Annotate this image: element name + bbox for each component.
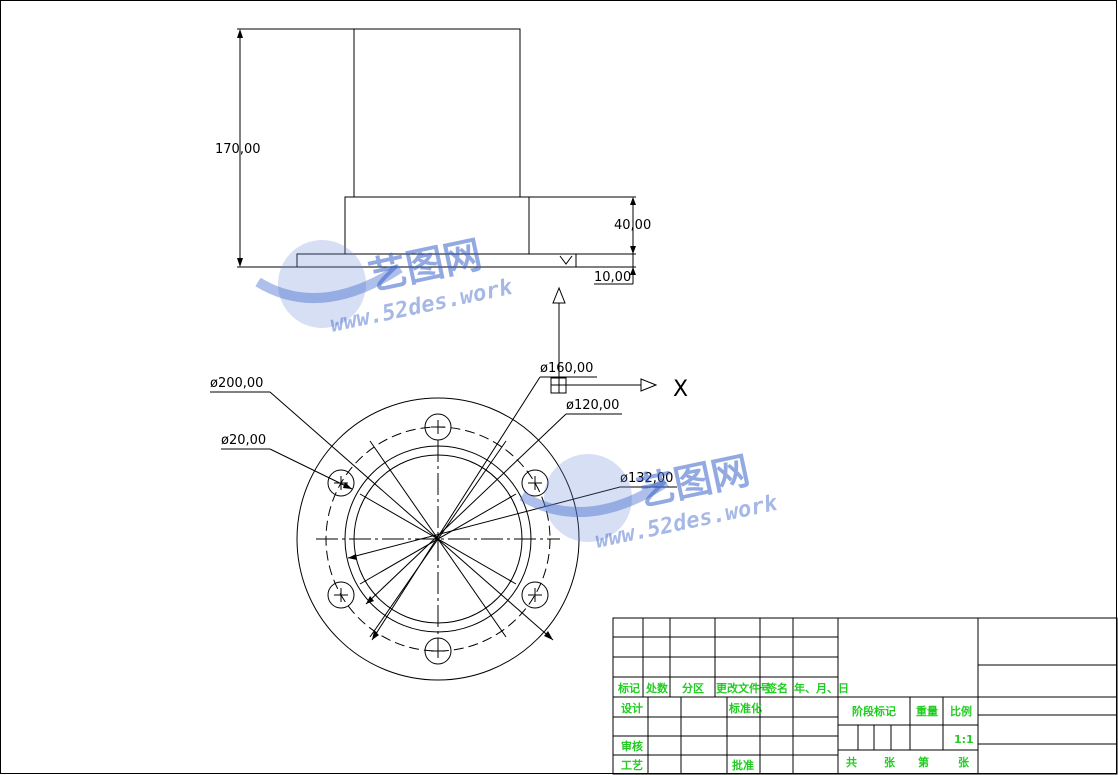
bolt-hole <box>424 637 452 665</box>
dim-inner-diameter: ø120,00 <box>566 398 619 413</box>
watermark-2: 艺图网 www.52des.work <box>519 448 780 554</box>
cylinder-body <box>353 28 521 198</box>
outer-circle <box>296 397 580 681</box>
tb-label-nth: 第 <box>918 755 929 769</box>
tb-label-sheet: 张 <box>958 755 970 769</box>
title-block: 标记 处数 分区 更改文件号 签名 年、月、日 设计 标准化 审核 工艺 批准 … <box>612 617 1118 775</box>
dim-outer-diameter: ø200,00 <box>210 376 263 391</box>
tb-label-scale: 比例 <box>950 704 972 718</box>
bolt-hole <box>521 469 549 497</box>
tb-label-process: 工艺 <box>621 758 643 772</box>
bolt-hole <box>521 581 549 609</box>
dim-bolt-circle: ø160,00 <box>540 361 593 376</box>
tb-label-approve: 批准 <box>732 758 754 772</box>
top-view: ø200,00 ø20,00 ø160,00 ø120,00 ø132,00 <box>210 361 677 681</box>
x-axis-label: X <box>673 377 688 402</box>
dim-ring-diameter: ø132,00 <box>620 471 673 486</box>
dim-flange-height: 40,00 <box>614 218 651 233</box>
dim-total-height: 170,00 <box>215 142 261 157</box>
tb-label-sheets: 张 <box>884 755 896 769</box>
dim-base-thickness: 10,00 <box>594 270 631 285</box>
side-view: 170,00 40,00 10,00 <box>215 28 651 285</box>
tb-label-design: 设计 <box>621 701 643 715</box>
dim-hole-diameter: ø20,00 <box>221 433 266 448</box>
base-plate <box>296 253 577 268</box>
bolt-hole <box>327 581 355 609</box>
bolt-hole <box>327 469 355 497</box>
bolt-hole <box>424 413 452 441</box>
tb-label-sign: 签名 <box>765 681 788 695</box>
tb-label-date: 年、月、日 <box>794 681 849 695</box>
watermark-1: 艺图网 www.52des.work <box>255 232 515 338</box>
tb-label-mark: 标记 <box>617 681 640 695</box>
tb-label-stage: 阶段标记 <box>852 704 896 718</box>
watermark-globe-icon <box>278 240 366 328</box>
tb-scale-value: 1:1 <box>954 733 974 746</box>
tb-label-total: 共 <box>846 755 857 769</box>
tb-label-standard: 标准化 <box>728 701 762 715</box>
tb-label-weight: 重量 <box>916 704 938 718</box>
tb-label-count: 处数 <box>645 681 669 695</box>
ucs-icon: X <box>550 286 688 402</box>
watermark-globe-icon <box>544 454 632 542</box>
tb-label-change-doc: 更改文件号 <box>716 681 771 695</box>
tb-label-zone: 分区 <box>682 681 704 695</box>
tb-label-review: 审核 <box>621 739 643 753</box>
